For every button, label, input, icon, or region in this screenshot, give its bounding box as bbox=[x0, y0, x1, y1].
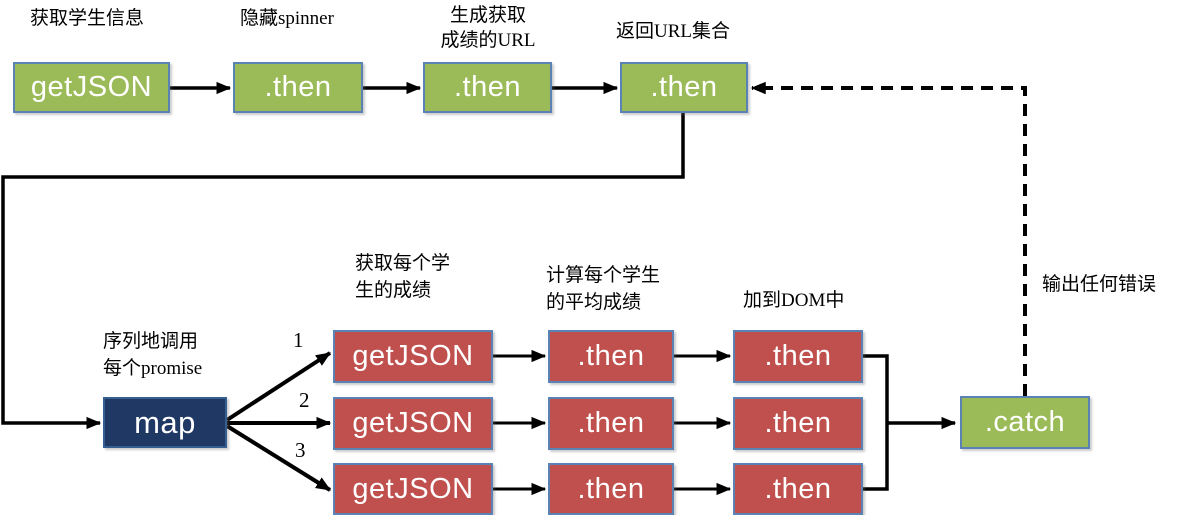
label-compute-average-line2: 的平均成绩 bbox=[546, 292, 642, 313]
label-get-each-score-line2: 生的成绩 bbox=[355, 280, 432, 301]
branch3-then-box-2: .then bbox=[733, 463, 863, 515]
label-output-errors: 输出任何错误 bbox=[1042, 274, 1157, 295]
branch3-then-box-1: .then bbox=[548, 463, 674, 515]
then-box-3: .then bbox=[620, 62, 748, 113]
label-call-each-promise: 序列地调用 每个promise bbox=[103, 328, 202, 382]
dashed-catch-to-then3 bbox=[750, 81, 1027, 396]
connector-then3-to-map bbox=[1, 113, 685, 430]
label-compute-average-line1: 计算每个学生 bbox=[546, 265, 661, 286]
branch3-getjson-box: getJSON bbox=[333, 463, 493, 515]
label-generate-score-url-line1: 生成获取 bbox=[449, 5, 526, 26]
branch2-then-box-2: .then bbox=[733, 397, 863, 450]
label-generate-score-url-line2: 成绩的URL bbox=[440, 30, 536, 51]
branch-number-1: 1 bbox=[293, 328, 304, 352]
arrow-map-to-branch1 bbox=[225, 351, 332, 422]
label-add-to-dom: 加到DOM中 bbox=[743, 290, 845, 311]
then-box-1: .then bbox=[233, 62, 363, 113]
branch-number-2: 2 bbox=[299, 388, 310, 412]
then-box-2: .then bbox=[423, 62, 552, 113]
branch1-then-box-1: .then bbox=[548, 330, 674, 383]
catch-box: .catch bbox=[960, 396, 1090, 449]
branch-number-3: 3 bbox=[295, 438, 306, 462]
branch1-getjson-box: getJSON bbox=[333, 330, 493, 383]
branch2-then-box-1: .then bbox=[548, 397, 674, 450]
label-get-student-info: 获取学生信息 bbox=[30, 8, 145, 29]
label-get-each-score: 获取每个学 生的成绩 bbox=[355, 250, 450, 304]
map-box: map bbox=[103, 397, 227, 448]
getjson-box-top: getJSON bbox=[13, 62, 170, 113]
label-call-each-promise-line1: 序列地调用 bbox=[103, 331, 199, 352]
bracket-branches-merge bbox=[863, 354, 889, 491]
label-call-each-promise-line2: 每个promise bbox=[103, 358, 203, 379]
label-compute-average: 计算每个学生 的平均成绩 bbox=[546, 262, 660, 316]
branch2-getjson-box: getJSON bbox=[333, 397, 493, 450]
arrow-map-to-branch3 bbox=[225, 424, 332, 492]
label-hide-spinner: 隐藏spinner bbox=[240, 8, 334, 29]
label-get-each-score-line1: 获取每个学 bbox=[355, 253, 451, 274]
branch1-then-box-2: .then bbox=[733, 330, 863, 383]
label-return-url-collection: 返回URL集合 bbox=[616, 21, 731, 42]
label-generate-score-url: 生成获取 成绩的URL bbox=[413, 3, 563, 53]
